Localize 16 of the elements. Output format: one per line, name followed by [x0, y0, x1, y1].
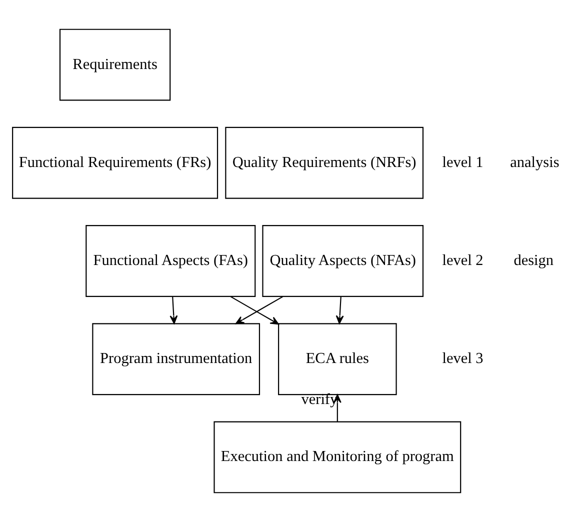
node-box: Quality Requirements (NRFs)	[225, 126, 424, 199]
arrow	[170, 296, 178, 324]
node-box: Quality Aspects (NFAs)	[262, 225, 424, 297]
label: design	[514, 252, 554, 270]
arrow	[336, 296, 344, 324]
label: analysis	[510, 154, 560, 171]
node-box: Execution and Monitoring of program	[214, 421, 462, 494]
arrow	[235, 296, 284, 324]
node-box: Requirements	[59, 28, 171, 101]
label: level 2	[442, 252, 484, 270]
node-box: Functional Requirements (FRs)	[12, 126, 218, 199]
label: level 3	[442, 350, 484, 368]
node-box: Program instrumentation	[92, 323, 260, 396]
label: level 1	[442, 154, 484, 171]
arrow	[230, 296, 279, 325]
node-box: Functional Aspects (FAs)	[86, 225, 256, 297]
